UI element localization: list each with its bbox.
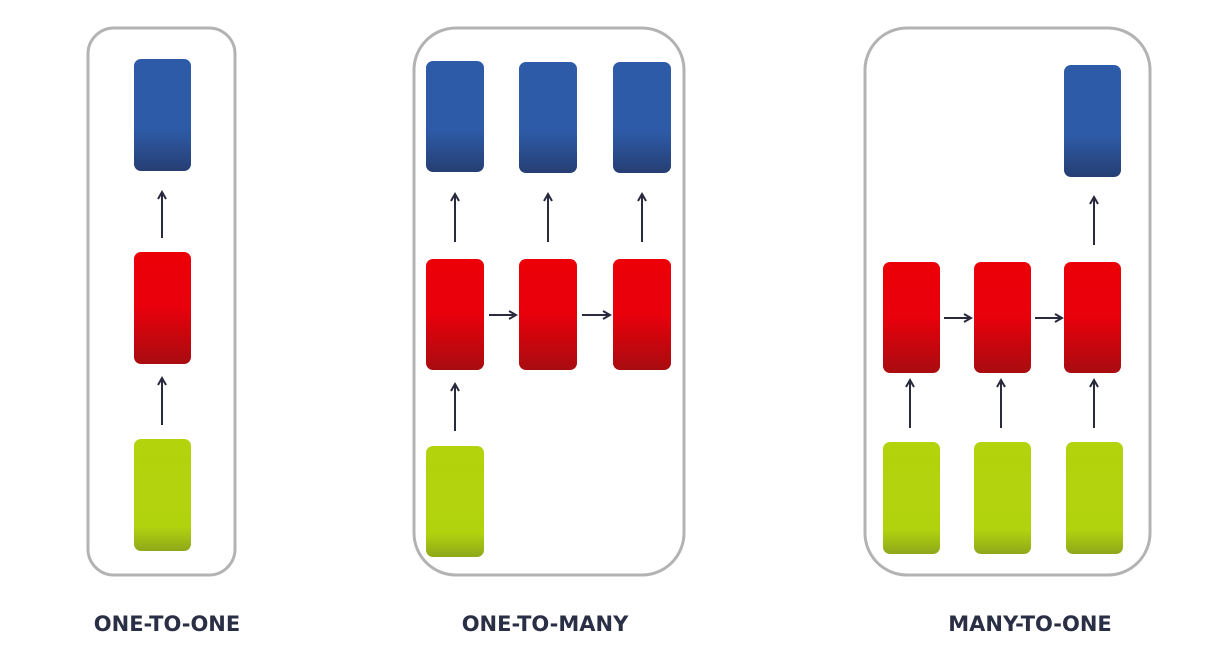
output-block	[613, 62, 671, 173]
panel-many-to-one	[863, 26, 1152, 577]
output-block	[134, 59, 191, 171]
input-block	[1066, 442, 1123, 554]
output-block	[1064, 65, 1121, 177]
panel-one-to-one	[86, 26, 237, 577]
caption-many-to-one: MANY-TO-ONE	[948, 612, 1112, 636]
hidden-block	[974, 262, 1031, 373]
hidden-block	[613, 259, 671, 370]
caption-one-to-many: ONE-TO-MANY	[461, 612, 629, 636]
input-block	[426, 446, 484, 557]
hidden-block	[519, 259, 577, 370]
input-block	[134, 439, 191, 551]
hidden-block	[134, 252, 191, 364]
hidden-block	[1064, 262, 1121, 373]
output-block	[426, 61, 484, 172]
input-block	[974, 442, 1031, 554]
hidden-block	[426, 259, 484, 370]
output-block	[519, 62, 577, 173]
hidden-block	[883, 262, 940, 373]
caption-one-to-one: ONE-TO-ONE	[93, 612, 241, 636]
input-block	[883, 442, 940, 554]
panel-one-to-many	[412, 26, 686, 577]
